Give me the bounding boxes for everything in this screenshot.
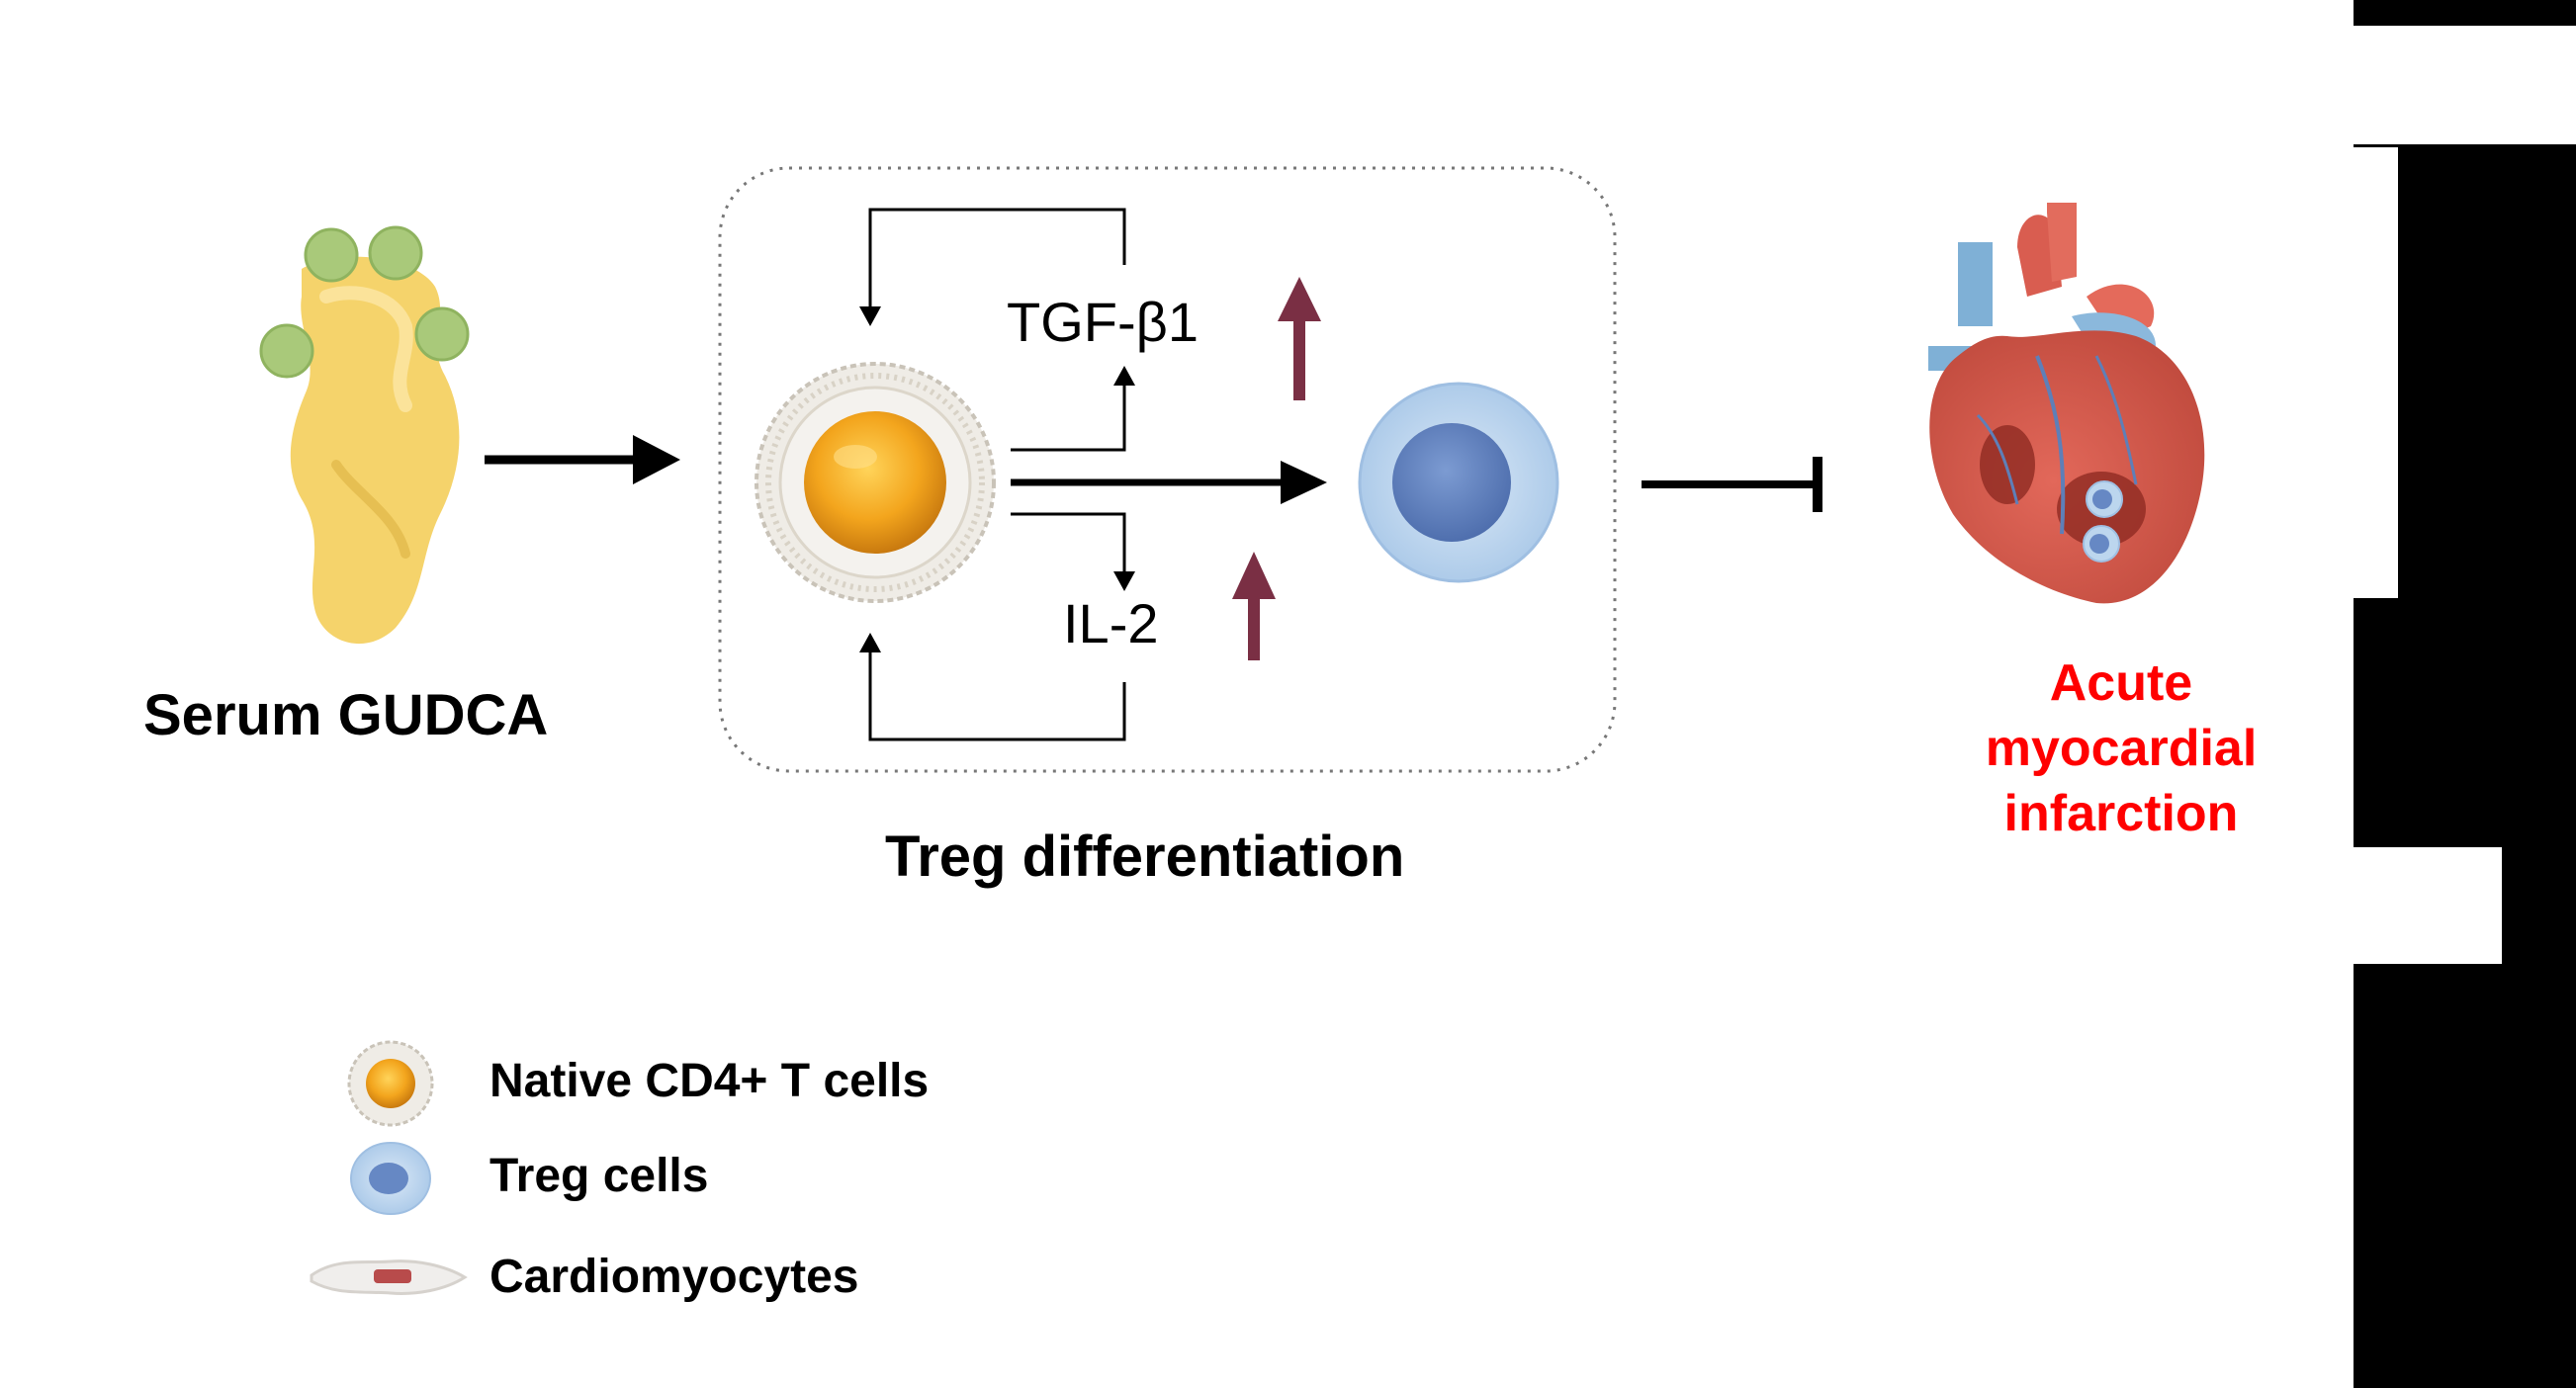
legend-cardiomyocyte-icon: [310, 1259, 468, 1295]
legend-label-naive-cd4-t-cells: Native CD4+ T cells: [489, 1055, 930, 1107]
naive-cd4-t-cell-icon: [755, 362, 996, 603]
legend-label-treg-cells: Treg cells: [489, 1150, 709, 1202]
il2-label: IL-2: [1063, 592, 1159, 654]
heart-icon: [1928, 203, 2205, 604]
tgf-beta1-label: TGF-β1: [1007, 291, 1199, 353]
treg-cell-icon: [1358, 382, 1559, 583]
inhibition-arrow: [1642, 457, 1822, 512]
ami-label-line-3: infarction: [2003, 785, 2239, 842]
ami-label-line-2: myocardial: [1985, 720, 2258, 777]
tgf-feedback-loop: [859, 208, 1126, 326]
branch-to-il2: [1011, 512, 1135, 591]
legend-treg-cell-icon: [350, 1142, 431, 1215]
gudca-molecule-icon: [259, 225, 470, 645]
legend-naive-cd4-t-cell-icon: [347, 1040, 434, 1127]
acute-myocardial-infarction-label: Acute myocardial infarction: [1909, 651, 2334, 846]
branch-to-tgf: [1011, 366, 1135, 452]
treg-differentiation-label: Treg differentiation: [885, 824, 1405, 889]
gudca-label: Serum GUDCA: [143, 683, 549, 747]
tgf-increase-arrow: [1278, 277, 1321, 400]
arrow-gudca-to-differentiation: [485, 435, 680, 484]
differentiation-box: [718, 166, 1617, 773]
legend-label-cardiomyocytes: Cardiomyocytes: [489, 1251, 859, 1303]
il2-feedback-loop: [859, 633, 1126, 741]
edge-bars: [2354, 0, 2576, 1388]
ami-label-line-1: Acute: [2049, 654, 2193, 712]
arrow-naive-to-treg: [1011, 461, 1327, 504]
il2-increase-arrow: [1232, 552, 1276, 660]
